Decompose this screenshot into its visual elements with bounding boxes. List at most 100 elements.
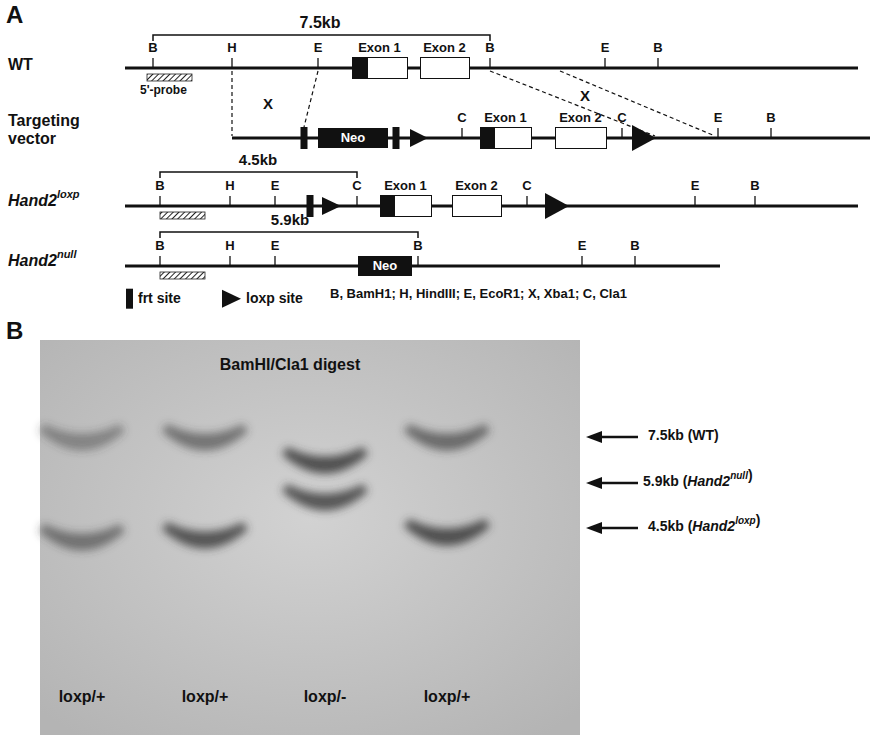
lane-genotype: loxp/+ [424,688,471,706]
panel-letter: A [6,2,23,28]
site-tick [231,58,232,68]
dna-line [125,265,720,268]
site-tick [694,196,695,206]
fragment-size: 4.5kb [239,152,277,169]
panel-letter: B [6,318,23,344]
band-arrow-head [586,522,602,534]
probe-bar [160,272,205,279]
size-bracket [160,172,357,178]
site-tick [634,256,635,266]
cassette-name: Neo [373,259,398,273]
size-bracket [160,232,418,238]
allele-superscript: loxp [57,188,80,200]
band-label: Hand2 [687,474,730,489]
loxp-site [322,197,341,215]
site-tick [417,256,418,266]
band-label: 4.5kb ( [648,519,692,534]
crossover-mark: X [580,88,590,105]
allele-name: WT [8,56,33,74]
site-tick [621,128,622,138]
site-tick [274,196,275,206]
neo-cassette: Neo [318,128,388,148]
site-tick [317,58,318,68]
legend-text: loxp site [246,291,303,306]
restriction-site: H [225,179,234,193]
crossover-mark: X [263,96,273,113]
exon-name: Exon 1 [358,41,401,55]
site-tick [581,256,582,266]
band-arrow-shaft [598,436,638,439]
lane-genotype: loxp/- [304,688,347,706]
legend-sample [126,289,133,309]
frt-site [393,127,400,149]
probe-bar [160,212,205,219]
allele-superscript: null [57,248,77,260]
enzyme-key: B, BamH1; H, HindIII; E, EcoR1; X, Xba1;… [330,287,627,301]
band-label: loxp [735,515,756,526]
band-arrow-head [586,431,602,443]
lane-genotype: loxp/+ [182,688,229,706]
band-arrow-shaft [598,482,638,485]
site-tick [159,256,160,266]
exon-box: Exon 1 [380,195,432,217]
blot-band [165,428,245,446]
lane-genotype: loxp/+ [59,688,106,706]
band-label: null [730,470,748,481]
restriction-site: E [714,111,723,125]
band-label: 5.9kb ( [643,474,687,489]
restriction-site: H [225,239,234,253]
site-tick [229,256,230,266]
site-tick [604,58,605,68]
site-tick [229,196,230,206]
restriction-site: B [155,239,164,253]
site-tick [526,196,527,206]
probe-bar [147,74,192,81]
restriction-site: B [413,239,422,253]
restriction-site: B [653,41,662,55]
blot-band [42,528,122,546]
restriction-site: E [691,179,700,193]
frt-site [301,127,308,149]
probe-label: 5'-probe [140,84,187,97]
neo-cassette: Neo [358,256,412,276]
allele-name: Hand2 [8,252,57,270]
site-tick [152,58,153,68]
blot-band [407,428,487,446]
site-tick [159,196,160,206]
restriction-site: C [522,179,531,193]
exon-box: Exon 2 [420,57,470,79]
site-tick [461,128,462,138]
restriction-site: E [578,239,587,253]
restriction-site: C [457,111,466,125]
site-tick [770,128,771,138]
restriction-site: B [148,41,157,55]
site-tick [489,58,490,68]
restriction-site: E [271,239,280,253]
band-arrow-head [586,477,602,489]
band-label: ) [748,468,753,483]
cassette-name: Neo [341,131,366,145]
blot-title: BamHI/Cla1 digest [220,356,360,374]
homology-line [231,71,232,136]
dna-line [125,67,858,70]
exon-box: Exon 1 [480,127,532,149]
restriction-site: E [601,41,610,55]
homology-line [304,71,318,127]
site-tick [657,58,658,68]
legend-sample [222,290,241,308]
loxp-site [632,125,656,151]
blot-band [42,428,122,446]
loxp-site [410,129,428,147]
restriction-site: B [630,239,639,253]
exon-name: Exon 1 [484,111,527,125]
restriction-site: C [617,111,626,125]
band-label: ) [756,513,761,528]
band-label: Hand2 [692,519,735,534]
exon-name: Exon 2 [455,179,498,193]
restriction-site: E [271,179,280,193]
fragment-size: 5.9kb [271,212,309,229]
restriction-site: B [485,41,494,55]
restriction-site: C [352,179,361,193]
